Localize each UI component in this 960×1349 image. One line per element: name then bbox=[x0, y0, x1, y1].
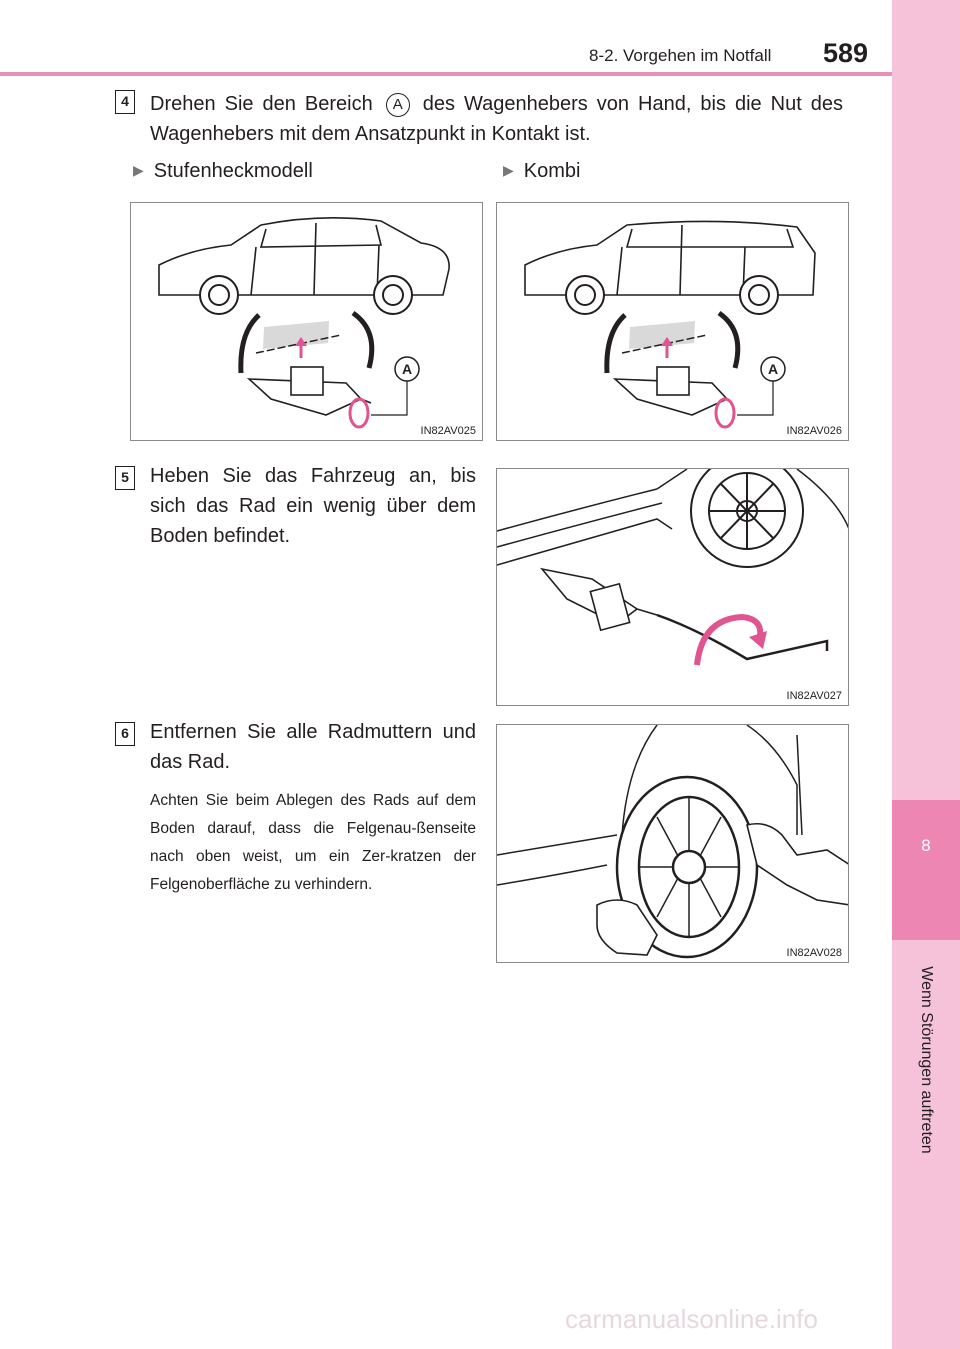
fig-left-marker: A bbox=[402, 361, 412, 377]
header-rule bbox=[0, 72, 892, 76]
side-tab bbox=[892, 0, 960, 1349]
step-4-text-after: des Wagenhebers von Hand, bis die Nut de… bbox=[150, 93, 844, 145]
figure-lift-vehicle: IN82AV027 bbox=[496, 468, 849, 706]
triangle-icon: ▶ bbox=[133, 162, 144, 178]
figure-code: IN82AV027 bbox=[786, 690, 842, 702]
remove-wheel-illustration bbox=[497, 725, 848, 959]
step-6-note: Achten Sie beim Ablegen des Rads auf dem… bbox=[150, 792, 476, 893]
step-5-text: Heben Sie das Fahrzeug an, bis sich das … bbox=[150, 465, 476, 547]
variant-wagon: ▶ Kombi bbox=[503, 160, 580, 183]
side-chapter-block bbox=[892, 800, 960, 940]
step-4-badge: 4 bbox=[115, 90, 135, 114]
lift-vehicle-illustration bbox=[497, 469, 848, 666]
marker-a: A bbox=[385, 93, 410, 117]
step-6-text: Entfernen Sie alle Radmuttern und das Ra… bbox=[150, 721, 476, 773]
figure-code: IN82AV028 bbox=[786, 947, 842, 959]
variant-sedan-label: Stufenheckmodell bbox=[153, 160, 313, 182]
wagon-jack-illustration: A bbox=[524, 220, 816, 429]
figure-sedan-jack: A IN82AV025 bbox=[130, 202, 483, 441]
sedan-jack-illustration: A bbox=[158, 217, 450, 429]
step-5-badge: 5 bbox=[115, 466, 135, 490]
figure-wagon-jack: A IN82AV026 bbox=[496, 202, 849, 441]
step-4-text: Drehen Sie den Bereich A des Wagenhebers… bbox=[150, 89, 843, 149]
variant-wagon-label: Kombi bbox=[523, 160, 581, 182]
figure-remove-wheel: IN82AV028 bbox=[496, 724, 849, 963]
figure-code: IN82AV025 bbox=[420, 425, 476, 437]
fig-right-marker: A bbox=[768, 361, 778, 377]
step-4-text-before: Drehen Sie den Bereich bbox=[150, 93, 373, 115]
watermark: carmanualsonline.info bbox=[565, 1304, 818, 1334]
step-6-badge: 6 bbox=[115, 722, 135, 746]
triangle-icon: ▶ bbox=[503, 162, 514, 178]
page-number: 589 bbox=[823, 38, 869, 68]
section-title: 8-2. Vorgehen im Notfall bbox=[589, 46, 772, 65]
chapter-number: 8 bbox=[921, 836, 931, 855]
chapter-title: Wenn Störungen auftreten bbox=[918, 966, 935, 1154]
variant-sedan: ▶ Stufenheckmodell bbox=[133, 160, 313, 183]
figure-code: IN82AV026 bbox=[786, 425, 842, 437]
